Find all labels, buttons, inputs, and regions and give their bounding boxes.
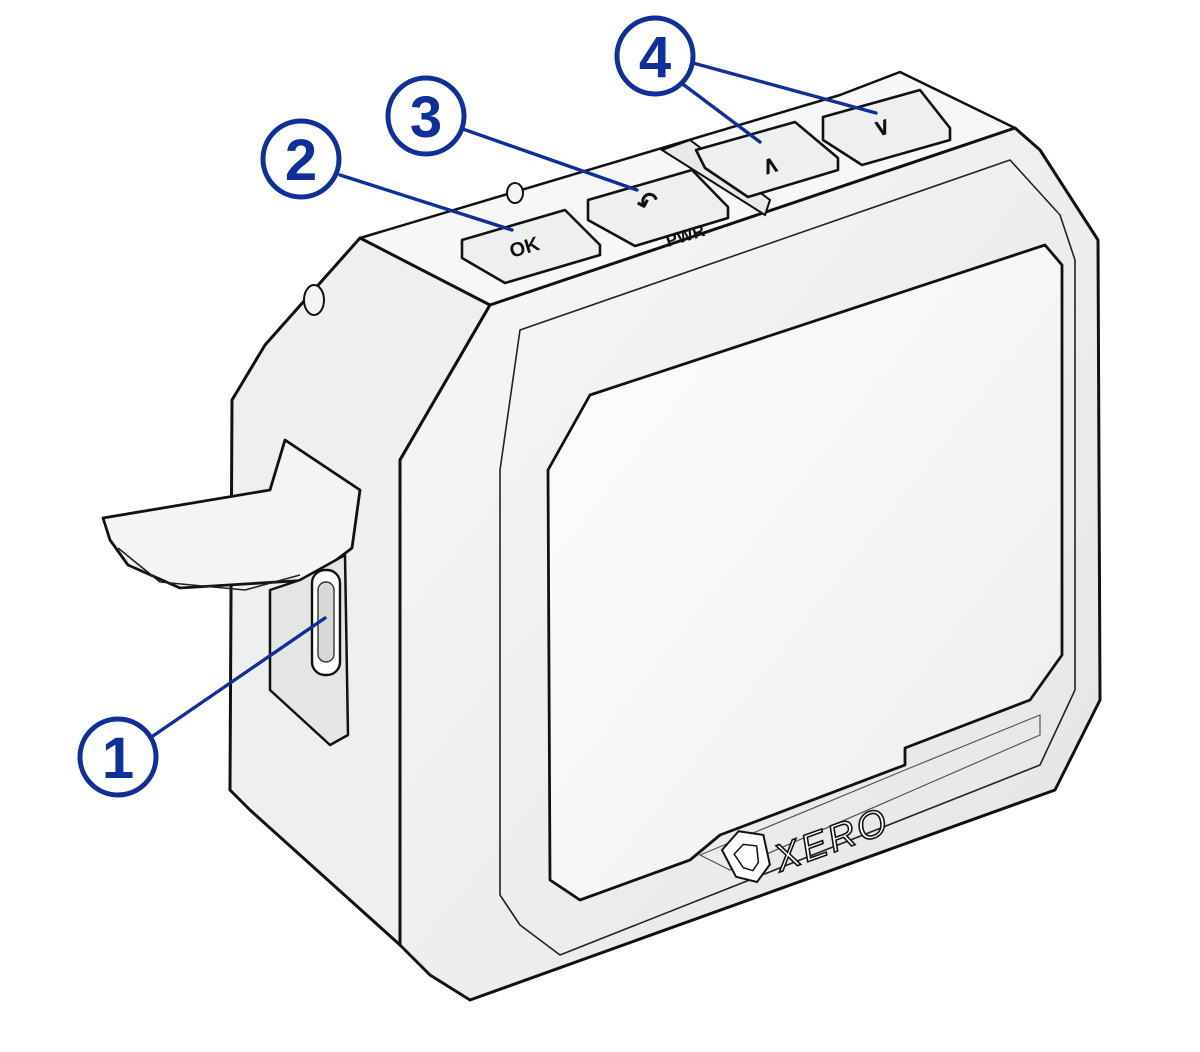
screen bbox=[546, 243, 1064, 902]
logo-plate bbox=[698, 714, 1041, 871]
callout-2-number: 2 bbox=[285, 128, 317, 193]
top-divider-ridge bbox=[659, 138, 772, 217]
callout-line-4a bbox=[678, 80, 762, 144]
callout-4-number: 4 bbox=[639, 25, 671, 90]
back-power-button[interactable]: ↶ bbox=[586, 168, 730, 248]
callout-3: 3 bbox=[385, 75, 467, 157]
callout-line-3 bbox=[458, 126, 639, 192]
xero-logo-icon bbox=[720, 830, 771, 884]
callout-line-1 bbox=[148, 616, 327, 740]
up-button[interactable]: ∧ bbox=[694, 120, 840, 199]
callout-line-2 bbox=[338, 173, 514, 232]
side-rivet bbox=[303, 284, 325, 316]
callout-1: 1 bbox=[77, 716, 159, 798]
port-cover-flap-edge bbox=[117, 547, 301, 591]
ok-button[interactable]: OK bbox=[460, 208, 602, 285]
callout-3-number: 3 bbox=[410, 85, 442, 150]
callout-1-number: 1 bbox=[102, 726, 134, 791]
side-rivet bbox=[506, 182, 524, 204]
callout-line-4b bbox=[691, 61, 878, 115]
front-bezel bbox=[499, 159, 1076, 956]
callout-4: 4 bbox=[614, 15, 696, 97]
callout-2: 2 bbox=[260, 118, 342, 200]
